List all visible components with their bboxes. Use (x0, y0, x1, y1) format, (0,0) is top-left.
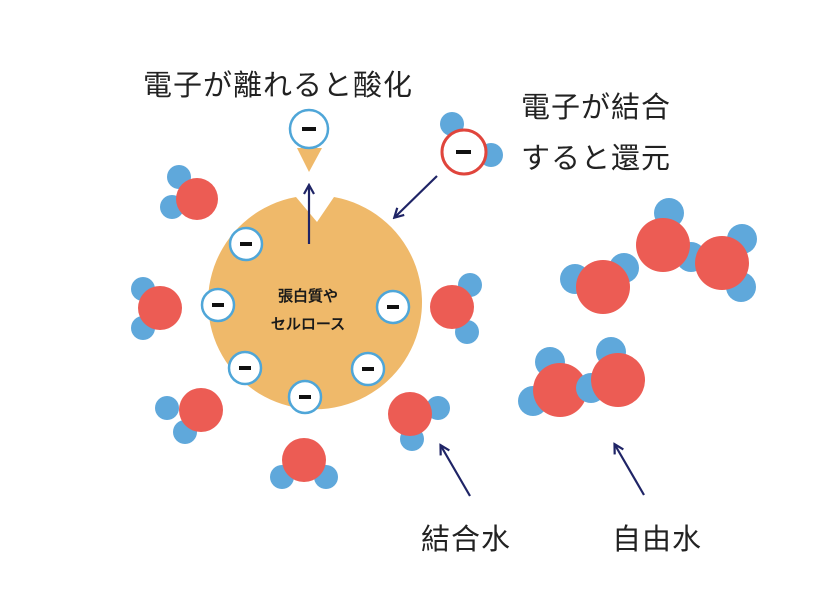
water-molecule-icon (388, 392, 450, 451)
arrow-icon (395, 175, 438, 217)
bound-water (131, 165, 482, 489)
electron-icon (350, 351, 386, 387)
reduced-water-electron (440, 112, 503, 176)
released-electron (288, 108, 330, 172)
electron-icon (200, 287, 236, 323)
free-water (518, 198, 757, 417)
water-molecule-icon (560, 253, 639, 314)
core-label-line2: セルロース (270, 315, 346, 333)
core-label-line1: 張白質や (277, 287, 338, 305)
electron-icon (287, 379, 323, 415)
reduction-label-line2: すると還元 (521, 141, 672, 175)
free-water-label: 自由水 (612, 522, 703, 556)
core-electrons (200, 226, 411, 415)
water-molecule-icon (160, 165, 218, 220)
water-molecule-icon (636, 198, 706, 272)
water-molecule-icon (270, 438, 338, 489)
water-molecule-icon (695, 224, 757, 302)
water-molecule-icon (576, 337, 645, 407)
water-molecule-icon (430, 273, 482, 344)
water-molecule-icon (518, 347, 587, 417)
water-molecule-icon (131, 277, 182, 340)
oxidation-label: 電子が離れると酸化 (143, 68, 414, 102)
water-molecule-icon (155, 388, 223, 444)
electron-icon (227, 350, 263, 386)
arrow-icon (615, 445, 645, 496)
electron-icon (228, 226, 264, 262)
reduction-label-line1: 電子が結合 (521, 90, 672, 124)
bound-water-label: 結合水 (421, 522, 512, 556)
electron-icon (375, 289, 411, 325)
arrow-icon (441, 446, 471, 497)
